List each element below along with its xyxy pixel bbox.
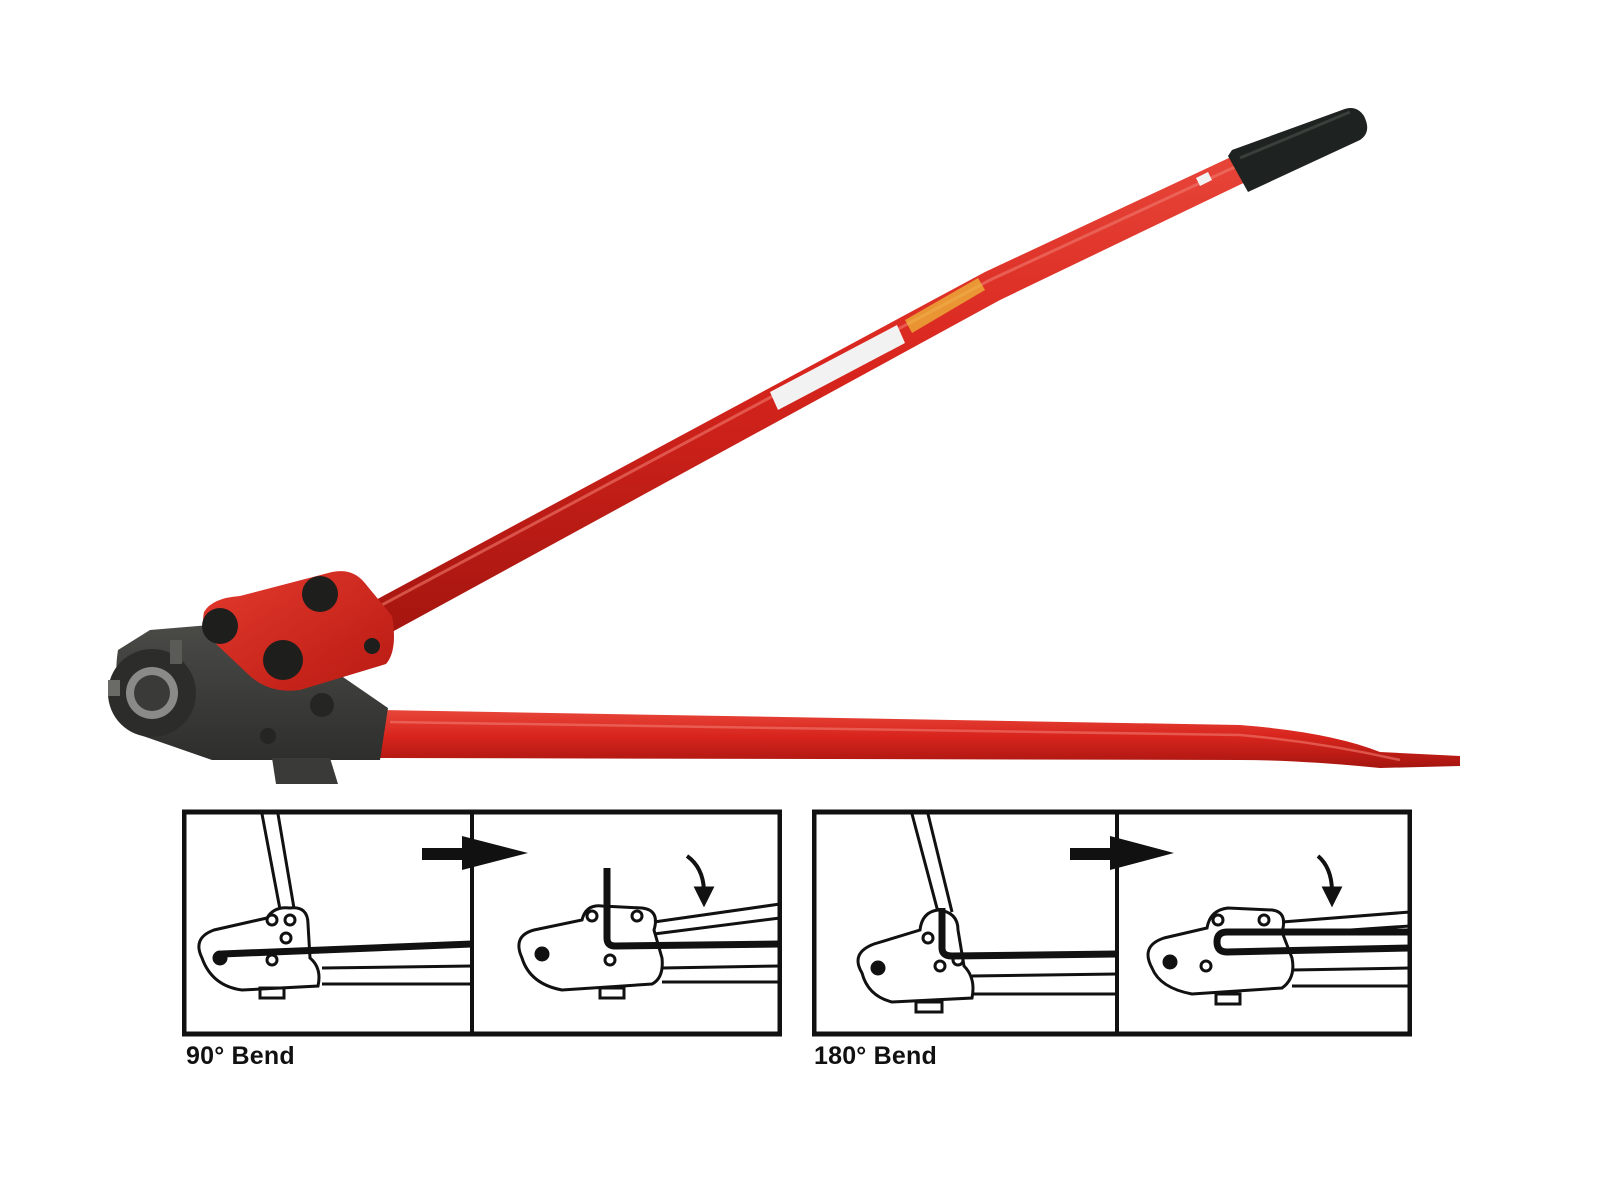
diagram-180-bend <box>812 808 1412 1038</box>
panel-after <box>517 854 781 1000</box>
panel-after <box>1146 854 1411 1006</box>
rebar-bender-illustration <box>108 108 1460 784</box>
bolt <box>202 608 238 644</box>
bender-head <box>108 625 388 784</box>
panel-before <box>856 813 1118 1014</box>
grip <box>1228 108 1368 192</box>
bolt <box>364 638 380 654</box>
link-plate <box>202 571 394 691</box>
lower-handle <box>380 710 1460 768</box>
right-arrow-icon <box>1070 836 1174 870</box>
curved-arrow-icon <box>1321 886 1343 908</box>
upper-handle <box>372 108 1368 632</box>
curved-arrow-icon <box>693 886 715 908</box>
panel-before <box>197 813 473 1000</box>
bolt <box>302 576 338 612</box>
product-image <box>108 108 1460 784</box>
diagram-90-bend <box>182 808 782 1038</box>
caption-90-bend: 90° Bend <box>186 1042 295 1070</box>
right-arrow-icon <box>422 836 528 870</box>
caption-180-bend: 180° Bend <box>814 1042 937 1070</box>
bolt <box>263 640 303 680</box>
